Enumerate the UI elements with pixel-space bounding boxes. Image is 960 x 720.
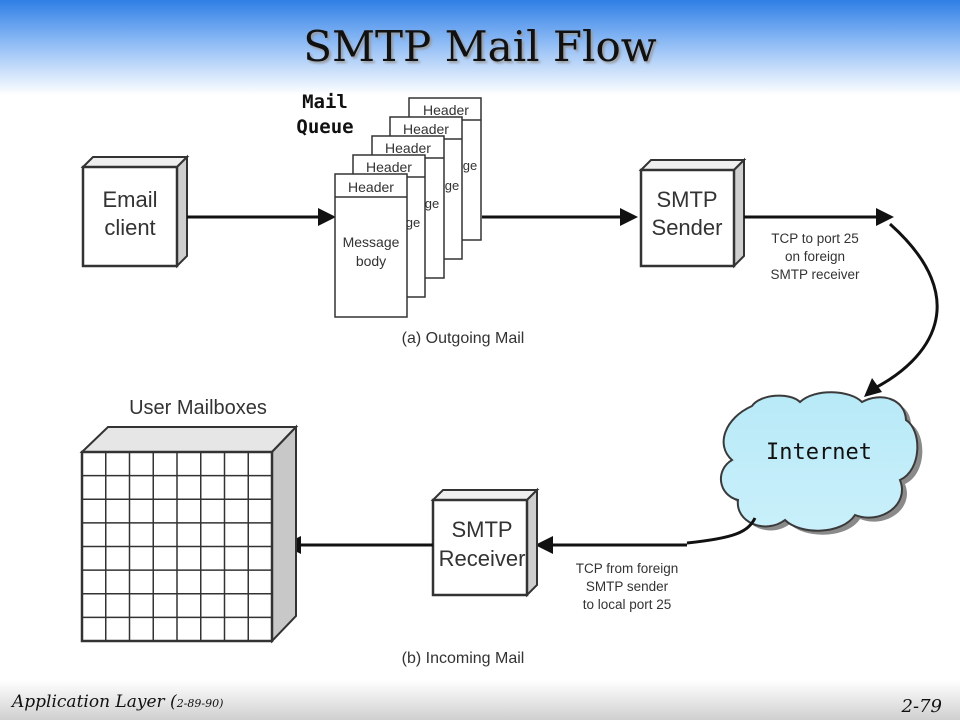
svg-text:Header: Header (403, 121, 449, 137)
slide-title: SMTP Mail Flow (303, 22, 657, 71)
svg-text:SMTP receiver: SMTP receiver (770, 267, 860, 282)
svg-text:Header: Header (423, 102, 469, 118)
email-client-line1: Email (102, 187, 157, 212)
internet-to-receiver-line (686, 517, 757, 545)
footer-bar (0, 680, 960, 720)
svg-text:to local port 25: to local port 25 (583, 597, 672, 612)
footer-main: Application Layer ( (12, 692, 177, 712)
svg-text:ge: ge (445, 178, 459, 193)
email-client-line2: client (104, 215, 155, 240)
svg-text:TCP from foreign: TCP from foreign (576, 561, 679, 576)
svg-text:on foreign: on foreign (785, 249, 845, 264)
smtp-receiver-line2: Receiver (439, 546, 526, 571)
svg-text:Header: Header (366, 159, 412, 175)
smtp-receiver-box: SMTP Receiver (430, 487, 540, 598)
incoming-caption: (b) Incoming Mail (402, 650, 525, 667)
sender-out-arrow (744, 208, 894, 226)
mail-queue-stack: Header ge Header ge Header ge Header ge … (334, 97, 482, 318)
tcp-incoming-note: TCP from foreign SMTP sender to local po… (576, 561, 679, 612)
footer-label: Application Layer (2-89-90) (12, 692, 223, 712)
svg-text:TCP to port 25: TCP to port 25 (771, 231, 859, 246)
smtp-sender-box: SMTP Sender (638, 157, 747, 269)
curve-to-internet-arrow (864, 222, 939, 397)
outgoing-caption: (a) Outgoing Mail (402, 330, 525, 347)
client-to-queue-arrow (187, 208, 336, 226)
smtp-sender-line2: Sender (652, 215, 723, 240)
user-mailboxes-grid (79, 424, 299, 644)
tcp-outgoing-note: TCP to port 25 on foreign SMTP receiver (770, 231, 860, 282)
svg-text:ge: ge (406, 215, 420, 230)
internet-label: Internet (766, 440, 872, 465)
svg-text:Header: Header (385, 140, 431, 156)
smtp-receiver-line1: SMTP (451, 517, 512, 542)
svg-text:Header: Header (348, 179, 394, 195)
internet-cloud (719, 391, 923, 535)
message-body-line1: Message (343, 234, 400, 250)
queue-to-sender-arrow (482, 208, 638, 226)
title-banner (0, 0, 960, 95)
mail-queue-label: Mail Queue (284, 90, 366, 140)
mail-queue-line2: Queue (296, 116, 354, 138)
footer-small: 2-89-90) (176, 697, 224, 710)
smtp-sender-line1: SMTP (656, 187, 717, 212)
svg-text:ge: ge (463, 158, 477, 173)
receiver-to-mailboxes-arrow (283, 536, 433, 554)
into-receiver-arrow (535, 536, 687, 554)
email-client-box: Email client (80, 154, 190, 269)
message-body-line2: body (356, 253, 386, 269)
svg-text:ge: ge (425, 196, 439, 211)
page-number: 2-79 (901, 696, 942, 717)
mail-queue-line1: Mail (302, 91, 348, 113)
queue-message-front: Header Message body (334, 173, 408, 318)
svg-text:SMTP sender: SMTP sender (586, 579, 669, 594)
user-mailboxes-title: User Mailboxes (129, 397, 267, 419)
